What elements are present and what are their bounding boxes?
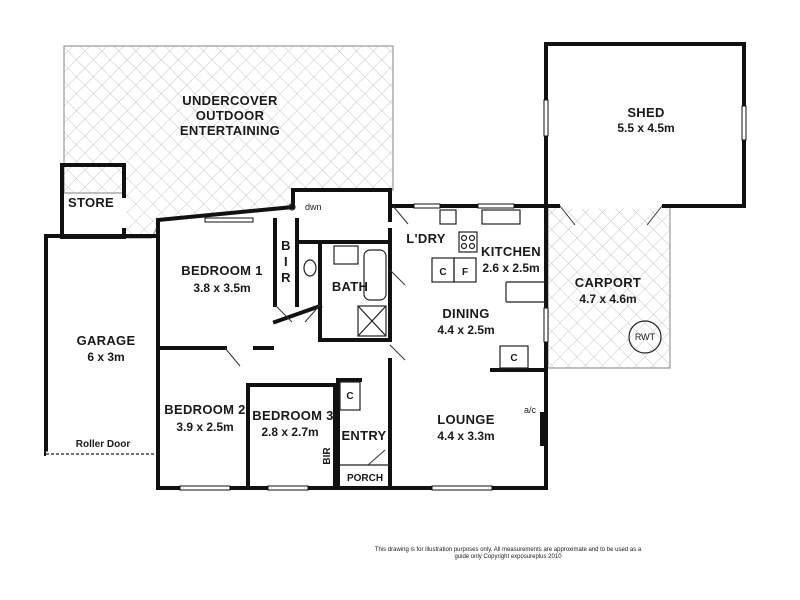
laundry-tub [439,209,457,225]
dining-cupboard-c: C [510,353,517,364]
entry-cupboard-c: C [346,391,353,402]
dining-cupboard [499,345,529,369]
outdoor-label-2: OUTDOOR [196,108,265,123]
dining-label: DINING [442,306,489,321]
garage-label: GARAGE [77,333,136,348]
rwt-tank [628,320,662,354]
window-bed2 [179,485,231,491]
shower-cross [357,305,387,337]
shed-label: SHED [627,105,664,120]
window-dining [543,307,549,343]
rwt-label: RWT [635,332,656,342]
entry-label: ENTRY [341,428,386,443]
garage-dims: 6 x 3m [87,350,124,364]
door-bed1 [274,304,293,323]
stove-burner [468,242,476,250]
vanity [333,245,359,265]
bir1-b: B [281,238,291,253]
bedroom1-label: BEDROOM 1 [181,263,262,278]
window-lounge [431,485,493,491]
stove-burner [460,234,468,242]
disclaimer-line2: guide only Copyright exposureplus 2010 [454,554,562,560]
stove-burner [460,242,468,250]
bedroom2-dims: 3.9 x 2.5m [176,420,233,434]
bedroom2-label: BEDROOM 2 [164,402,245,417]
fridge-f-label: F [462,267,468,278]
window-kitchen [477,203,515,209]
kitchen-dims: 2.6 x 2.5m [482,261,539,275]
entry-cupboard [339,381,361,411]
kitchen-label: KITCHEN [481,244,541,259]
dining-dims: 4.4 x 2.5m [437,323,494,337]
shed-door-swing [559,205,663,226]
bathtub [363,249,387,301]
wall-hall-top [272,303,323,325]
window-bed1 [204,217,254,223]
bir1-i: I [284,254,288,269]
kitchen-cupboard-c: C [439,267,446,278]
store-label: STORE [68,195,114,210]
porch-label: PORCH [347,473,383,484]
fridge-f [453,257,477,283]
downpipe-label: dwn [305,202,322,212]
house-outer-walls [156,188,548,490]
shed-dims: 5.5 x 4.5m [617,121,674,135]
stove [458,231,478,253]
window-laundry [413,203,441,209]
laundry-label: L'DRY [406,231,446,246]
door-bath [304,304,321,323]
kitchen-sink [481,209,521,225]
outdoor-label-1: UNDERCOVER [182,93,278,108]
stove-burner [468,234,476,242]
door-bed2 [224,347,241,367]
carport-dims: 4.7 x 4.6m [579,292,636,306]
door-entry-dining [389,344,406,361]
toilet [303,259,317,277]
bedroom1-dims: 3.8 x 3.5m [193,281,250,295]
downpipe-icon [288,203,296,211]
lounge-dims: 4.4 x 3.3m [437,429,494,443]
shower [357,305,387,337]
shed-window-left [543,99,549,137]
roller-door-label: Roller Door [76,439,131,450]
door-laundry-dining [389,269,406,286]
bath-label: BATH [332,279,368,294]
bedroom3-dims: 2.8 x 2.7m [261,425,318,439]
ac-label: a/c [524,405,537,415]
door-front [367,449,386,466]
bedroom3-label: BEDROOM 3 [252,408,333,423]
bir3-label: BIR [322,447,333,465]
outdoor-label-3: ENTERTAINING [180,123,280,138]
carport-label: CARPORT [575,275,641,290]
door-outdoor [392,205,409,225]
disclaimer-line1: This drawing is for illustration purpose… [375,547,642,553]
window-bed3 [267,485,309,491]
bir1-r: R [281,270,291,285]
shed-window-right [741,105,747,141]
lounge-label: LOUNGE [437,412,494,427]
